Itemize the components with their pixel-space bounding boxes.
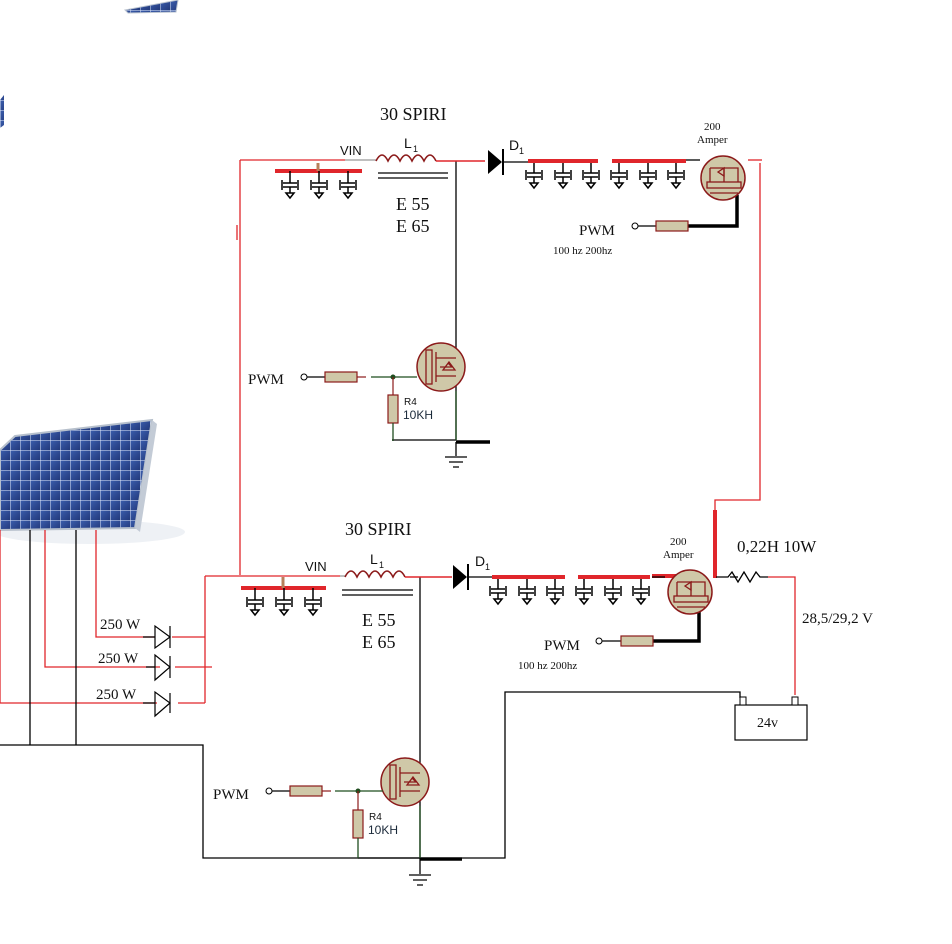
battery-label: 24v	[757, 716, 778, 731]
input-capacitor-bank-lower	[246, 577, 322, 617]
resistor-value-lower: 10KH	[368, 823, 398, 837]
resistor-value-upper: 10KH	[403, 408, 433, 422]
input-label-1: 250 W	[100, 617, 141, 633]
core-line1-lower: E 55	[362, 610, 396, 630]
shunt-resistor	[716, 570, 768, 584]
upper-stage	[281, 149, 746, 468]
wiring-red	[0, 159, 796, 704]
wiring-black	[0, 159, 741, 859]
input-diodes	[143, 624, 172, 718]
diode-input-3	[143, 690, 171, 718]
shunt-label: 0,22H 10W	[737, 537, 817, 556]
diode-input-1	[143, 624, 172, 650]
mosfet-output-lower	[667, 569, 713, 615]
mosfet-rating-upper: 200	[704, 121, 721, 133]
core-line1-upper: E 55	[396, 194, 430, 214]
core-line2-upper: E 65	[396, 216, 430, 236]
ground-symbol-upper	[445, 442, 467, 468]
diode-upper	[488, 149, 528, 175]
solar-panel-left	[0, 95, 4, 128]
ground-symbol-lower	[409, 858, 431, 886]
pwm-output-resistor-lower	[595, 635, 654, 647]
vin-label-upper: VIN	[340, 143, 362, 158]
inductor-label-lower: L	[370, 551, 378, 567]
inductor-core-upper	[378, 172, 448, 179]
battery	[734, 696, 808, 741]
diode-sub-lower: 1	[485, 562, 490, 572]
inductor-core-lower	[342, 589, 413, 596]
inductor-turns-upper: 30 SPIRI	[380, 104, 447, 124]
input-label-2: 250 W	[98, 651, 139, 667]
lower-stage	[246, 564, 713, 886]
capacitor-buses	[241, 159, 717, 590]
inductor-turns-lower: 30 SPIRI	[345, 519, 412, 539]
wiring-black-thick	[420, 195, 739, 861]
pwm-output-resistor-upper	[631, 220, 689, 232]
inductor-lower	[344, 570, 452, 579]
gate-network-lower	[265, 785, 383, 858]
mosfet-unit-upper: Amper	[697, 134, 728, 146]
inductor-upper	[375, 154, 485, 163]
input-label-3: 250 W	[96, 687, 137, 703]
output-capacitor-bank-upper	[525, 163, 685, 190]
inductor-sub-lower: 1	[379, 560, 384, 570]
resistor-name-lower: R4	[369, 812, 382, 823]
voltage-label: 28,5/29,2 V	[802, 611, 873, 627]
pwm-in-label-upper: PWM	[248, 372, 284, 388]
pwm-freq-upper: 100 hz 200hz	[553, 245, 612, 257]
solar-panel-top	[123, 0, 179, 14]
pwm-out-label-lower: PWM	[544, 638, 580, 654]
inductor-sub-upper: 1	[413, 144, 418, 154]
mosfet-switch-lower	[380, 757, 430, 858]
mosfet-unit-lower: Amper	[663, 549, 694, 561]
diode-input-2	[146, 653, 171, 682]
input-capacitor-bank-upper	[281, 163, 357, 200]
gate-network-upper	[300, 371, 417, 441]
diode-sub-upper: 1	[519, 146, 524, 156]
pwm-in-label-lower: PWM	[213, 787, 249, 803]
core-line2-lower: E 65	[362, 632, 396, 652]
output-capacitor-bank-lower	[489, 579, 650, 606]
diode-lower	[453, 564, 492, 590]
inductor-label-upper: L	[404, 135, 412, 151]
vin-label-lower: VIN	[305, 559, 327, 574]
mosfet-rating-lower: 200	[670, 536, 687, 548]
solar-panel-main	[0, 418, 185, 544]
diode-label-upper: D	[509, 137, 519, 153]
mosfet-switch-upper	[416, 342, 466, 440]
resistor-name-upper: R4	[404, 397, 417, 408]
pwm-freq-lower: 100 hz 200hz	[518, 660, 577, 672]
pwm-out-label-upper: PWM	[579, 223, 615, 239]
diode-label-lower: D	[475, 553, 485, 569]
mosfet-output-upper	[700, 155, 746, 201]
